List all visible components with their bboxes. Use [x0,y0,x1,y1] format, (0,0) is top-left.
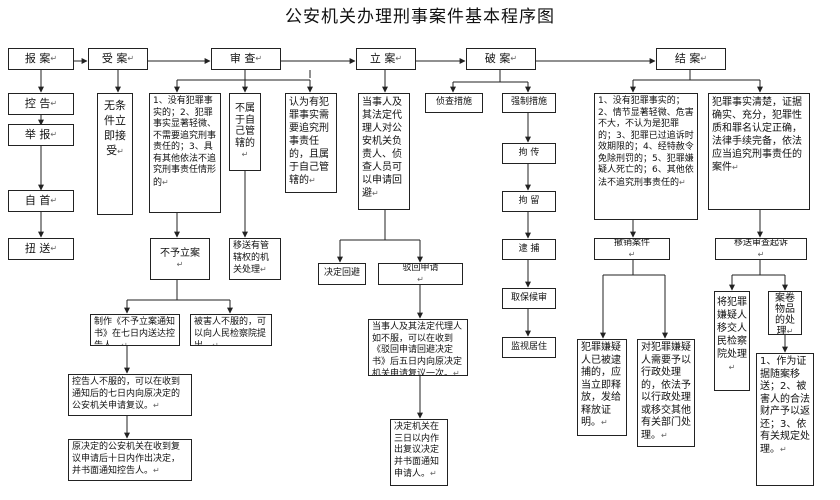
node-qiangzhi-cuoshi: 强制措施 [502,93,556,113]
node-xingzheng-chuli: 对犯罪嫌疑人需要予以行政处理的，依法予以行政处理或移交其他有关部门处理。↵ [637,339,695,447]
node-yisong-qisu: 移送审查起诉↵ [715,238,807,260]
node-li-an: 立 案↵ [356,48,416,70]
node-zhizuo-tongzhishu: 制作《不予立案通知书》在七日内送达控告人。↵ [90,314,180,346]
node-dai-bu: 逮 捕 [502,239,556,260]
node-bu-li-an: 不予立案↵ [150,238,210,280]
node-wupin-chuli: 1、作为证据随案移送；2、被害人的合法财产予以返还；3、依有关规定处理。↵ [756,353,814,486]
node-xianyiren-yijiao: 将犯罪嫌疑人移交人民检察院处理↵ [714,291,750,391]
node-bu-shu-guanxia: 不属于自己管辖的↵ [229,93,261,171]
node-beihairen-bufu: 被害人不服的，可以向人民检察院提出。↵ [190,314,272,346]
node-po-an: 破 案↵ [466,48,536,70]
node-ju-bao: 举 报↵ [8,124,74,146]
diagram-title: 公安机关办理刑事案件基本程序图 [285,7,555,27]
node-you-fanzui-guanxia: 认为有犯罪事实需要追究刑事责任的，且属于自己管辖的↵ [285,93,337,193]
node-anzhi-wupin: 案卷物品的处理↵ [768,291,802,335]
node-zi-shou: 自 首↵ [8,190,74,212]
node-chexiao-anjian: 撤销案件↵ [594,238,670,260]
node-kong-gao: 控 告↵ [8,93,74,115]
node-jueding-huibi: 决定回避 [318,263,366,285]
node-jie-an: 结 案↵ [656,48,726,70]
node-bao-an: 报 案↵ [8,48,74,70]
node-shou-an: 受 案↵ [88,48,148,70]
node-fuyi-shenqing: 当事人及其法定代理人如不服，可以在收到《驳回申请回避决定书》后五日内向原决定机关… [368,319,468,376]
node-shen-cha: 审 查↵ [211,48,281,70]
node-yi-daibu-shifang: 犯罪嫌疑人已被逮捕的，应当立即释放，发给释放证明。↵ [577,339,627,436]
node-dangshiren-shenqing: 当事人及其法定代理人对公安机关负责人、侦查人员可以申请回避↵ [358,93,410,210]
node-ju-chuan: 拘 传 [502,143,556,164]
node-chexiao-tiaojian: 1、没有犯罪事实的；2、情节显著轻微、危害不大，不认为是犯罪的；3、犯罪已过追诉… [594,93,698,220]
node-bohui-shenqing: 驳回申请↵ [378,263,463,285]
node-wu-tiaojian: 无条件立即接受↵ [97,93,133,215]
node-ju-liu: 拘 留 [502,191,556,212]
node-niu-song: 扭 送↵ [8,238,74,260]
node-yisong-guanxia: 移送有管辖权的机关处理↵ [229,238,281,280]
node-no-crime-list: 1、没有犯罪事实的；2、犯罪事实显著轻微、不需要追究刑事责任的；3、具有其他依法… [149,93,221,213]
node-qisu-tiaojian: 犯罪事实清楚，证据确实、充分，犯罪性质和罪名认定正确，法律手续完备，依法应当追究… [708,93,810,210]
node-yuanjueding-fuyi: 原决定的公安机关在收到复议申请后十日内作出决定，并书面通知控告人。↵ [68,439,192,481]
node-jianshi-juzhu: 监视居住 [502,337,556,358]
node-qubao-houshen: 取保候审 [502,288,556,309]
node-kongaoren-bufu: 控告人不服的，可以在收到通知后的七日内向原决定的公安机关申请复议。↵ [68,374,192,416]
node-zhencha-cuoshi: 侦查措施 [425,93,483,113]
node-fuyi-jueding: 决定机关在三日以内作出复议决定并书面通知申请人。↵ [390,419,448,486]
